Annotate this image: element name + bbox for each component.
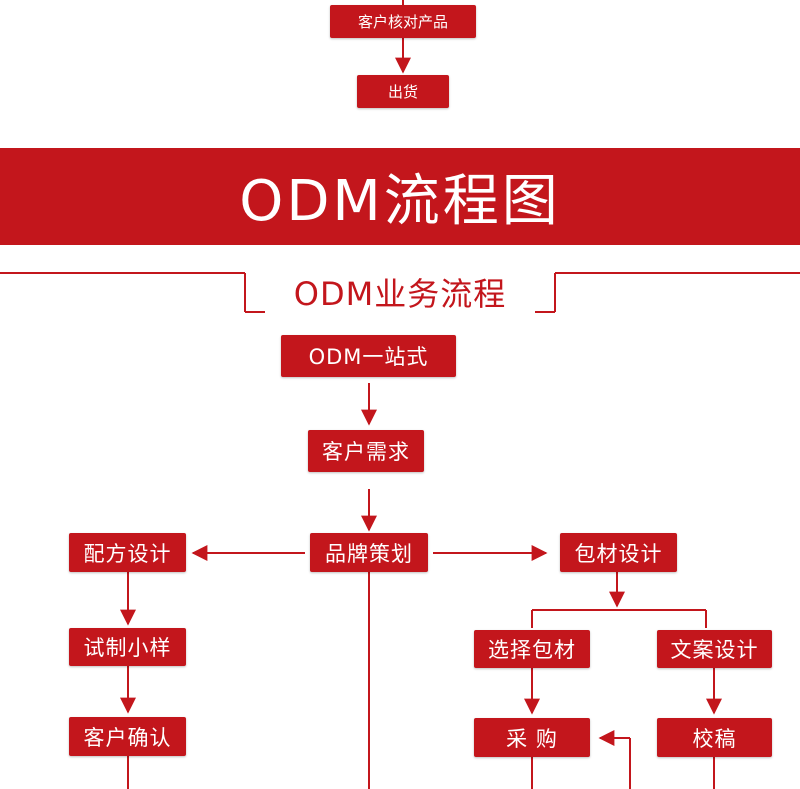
node-label: 客户确认 bbox=[83, 725, 172, 750]
node-label: 试制小样 bbox=[83, 636, 172, 660]
node-customer-demand: 客户需求 bbox=[308, 430, 424, 472]
node-label: 客户核对产品 bbox=[357, 13, 448, 31]
node-brand-planning: 品牌策划 bbox=[310, 533, 428, 572]
banner-title: ODM流程图 bbox=[239, 169, 561, 234]
node-label: 品牌策划 bbox=[325, 541, 413, 566]
node-shipment: 出货 bbox=[357, 75, 449, 108]
node-label: 采 购 bbox=[506, 726, 558, 751]
node-formula-design: 配方设计 bbox=[69, 533, 186, 572]
node-odm-one-stop: ODM一站式 bbox=[281, 335, 456, 377]
node-label: 出货 bbox=[387, 83, 418, 101]
node-label: 文案设计 bbox=[670, 638, 759, 662]
node-procurement: 采 购 bbox=[474, 718, 590, 757]
node-trial-sample: 试制小样 bbox=[69, 628, 186, 666]
node-copy-design: 文案设计 bbox=[657, 630, 772, 668]
node-packaging-design: 包材设计 bbox=[560, 533, 677, 572]
title-banner: ODM流程图 bbox=[0, 148, 800, 245]
node-label: ODM一站式 bbox=[308, 345, 429, 369]
node-customer-check-product: 客户核对产品 bbox=[330, 5, 476, 38]
node-select-packaging: 选择包材 bbox=[474, 630, 590, 668]
node-customer-confirm: 客户确认 bbox=[69, 717, 186, 756]
node-proofreading: 校稿 bbox=[657, 718, 772, 757]
section-title-text: ODM业务流程 bbox=[293, 275, 507, 313]
node-label: 包材设计 bbox=[574, 541, 663, 566]
node-label: 选择包材 bbox=[488, 638, 576, 662]
section-title: ODM业务流程 bbox=[250, 268, 550, 316]
node-label: 配方设计 bbox=[83, 541, 172, 566]
node-label: 客户需求 bbox=[322, 440, 410, 464]
node-label: 校稿 bbox=[692, 726, 737, 751]
